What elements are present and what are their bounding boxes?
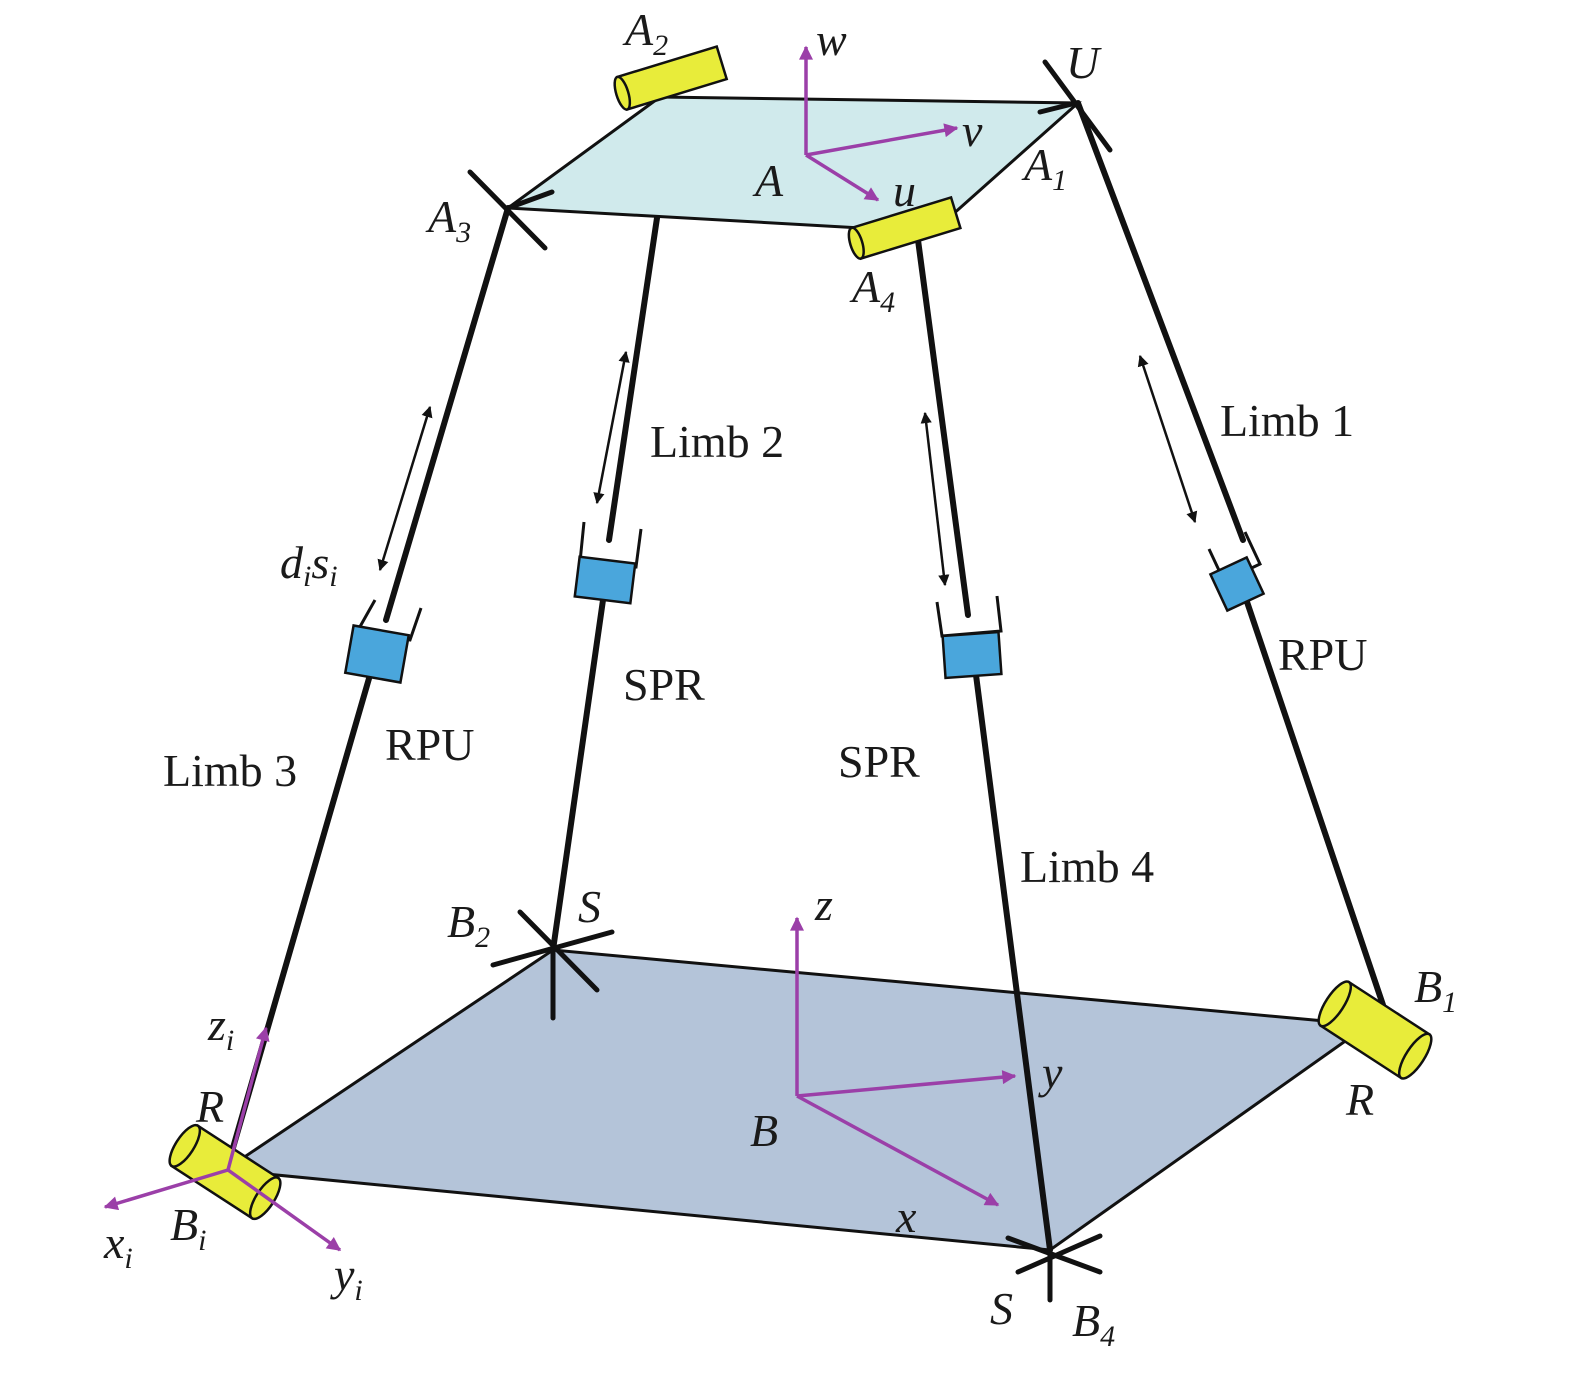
label-b1: B1 [1414,961,1457,1019]
revolute-joint-b1 [1317,980,1433,1080]
label-a3: A3 [425,191,471,249]
label-displacement: disi [280,537,338,593]
label-r-left: R [195,1081,224,1132]
local-frame-axes [103,1026,342,1252]
label-z: z [814,879,833,930]
label-b2: B2 [447,896,490,954]
revolute-joint-a4 [847,195,962,261]
limb-3-name: Limb 3 [163,745,297,796]
displacement-arrow-limb-1 [1137,354,1198,524]
label-a4: A4 [849,261,895,319]
label-u: u [893,165,916,216]
prismatic-joint-limb-2 [573,521,643,605]
label-zi: zi [207,999,234,1057]
universal-joint-a3 [467,169,555,251]
limb-2-name: Limb 2 [650,416,784,467]
limb-4-type: SPR [838,736,920,787]
label-b-origin: B [750,1105,778,1156]
limb-2-type: SPR [623,659,705,710]
limb-4-name: Limb 4 [1020,841,1154,892]
displacement-arrow-limb-4 [920,411,950,587]
spherical-joint-b2 [490,909,615,1021]
label-r-right: R [1345,1074,1374,1125]
label-b4: B4 [1072,1295,1115,1353]
limb-3-type: RPU [385,719,474,770]
base-frame-axes [790,916,1017,1207]
label-a1: A1 [1021,139,1067,197]
universal-joint-a1 [1037,59,1113,153]
moving-platform [503,95,1082,234]
label-bi: Bi [170,1199,206,1257]
label-a-origin: A [752,155,784,206]
label-v: v [962,105,983,156]
revolute-joint-a2 [613,44,729,112]
label-w: w [816,14,847,65]
moving-frame-axes [799,45,959,202]
label-a2: A2 [622,4,668,62]
label-xi: xi [103,1217,133,1275]
label-x: x [895,1191,917,1242]
displacement-arrow-limb-2 [593,350,630,505]
label-s-top: S [578,881,601,932]
label-y: y [1038,1047,1063,1098]
prismatic-joint-limb-1 [1207,531,1266,613]
label-s-bottom: S [990,1283,1013,1334]
limb-1-name: Limb 1 [1220,395,1354,446]
displacement-arrow-limb-3 [377,405,433,572]
spherical-joint-b4 [1005,1233,1103,1303]
prismatic-joint-limb-3 [343,599,423,684]
prismatic-joint-limb-4 [935,595,1003,680]
label-yi: yi [330,1249,363,1307]
limb-1-links [1075,100,1386,1008]
limb-1-type: RPU [1278,629,1367,680]
label-universal-joint: U [1066,37,1102,88]
